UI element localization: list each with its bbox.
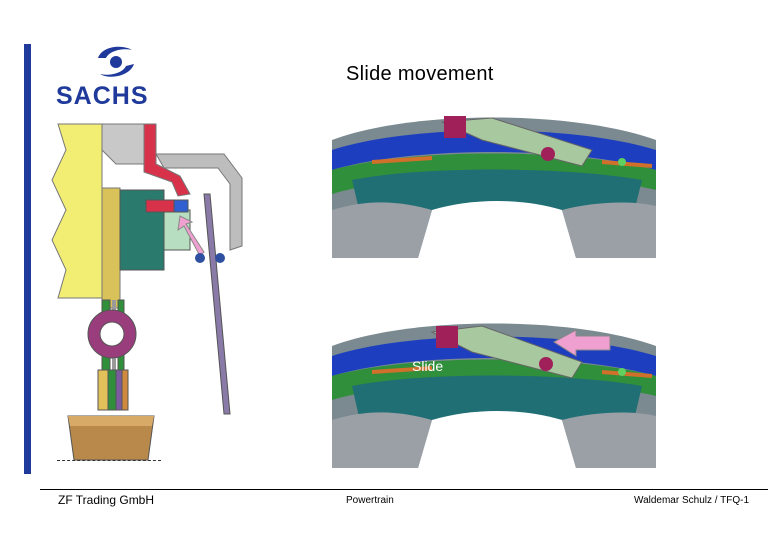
slide-title: Slide movement xyxy=(346,63,494,85)
clutch-cross-section-schematic xyxy=(51,123,243,461)
clutch-photo-after xyxy=(332,316,656,468)
clutch-photo-before xyxy=(332,110,656,258)
centerline-dash xyxy=(57,460,161,461)
slide-annotation: Slide xyxy=(412,358,444,374)
footer-company: ZF Trading GmbH xyxy=(58,493,155,507)
slide-arrow-icon xyxy=(553,329,611,357)
footer-divider xyxy=(40,489,768,490)
footer-author: Waldemar Schulz / TFQ-1 xyxy=(634,495,750,506)
sachs-logo: SACHS xyxy=(52,44,178,110)
footer-department: Powertrain xyxy=(346,495,394,506)
logo-wordmark: SACHS xyxy=(56,82,149,110)
sachs-swirl-icon xyxy=(98,46,134,77)
accent-side-bar xyxy=(24,44,31,474)
